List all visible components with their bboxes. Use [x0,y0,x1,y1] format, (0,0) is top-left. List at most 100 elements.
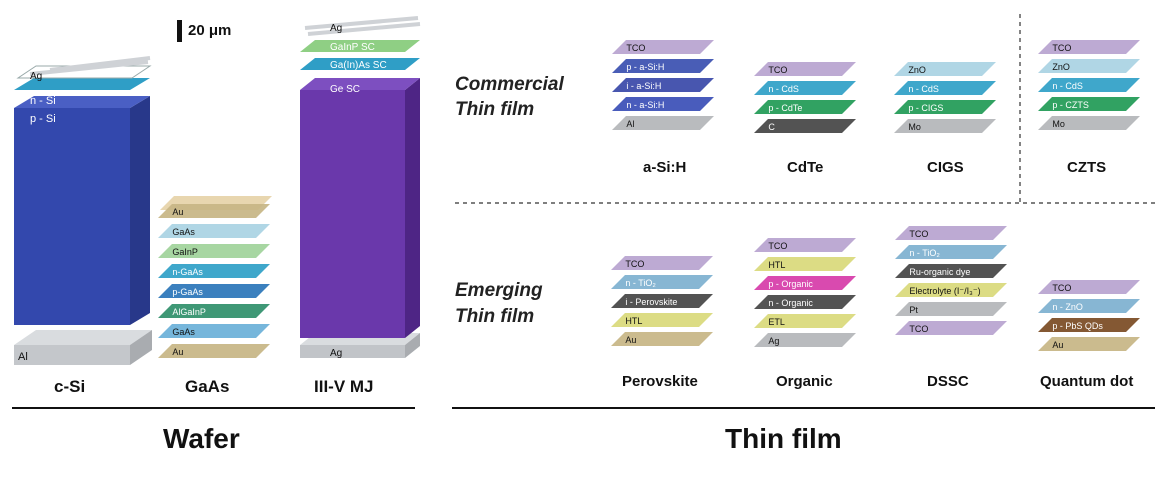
cigs-0-label: ZnO [908,65,926,75]
perovskite-name: Perovskite [622,373,698,390]
czts-3-layer [1038,97,1140,111]
mj-gainas-label: Ga(In)As SC [330,60,387,71]
perovskite-1-layer [611,275,713,289]
csi-nsi-label: n - Si [30,95,56,107]
czts-stack: TCO ZnO n - CdS p - CZTS Mo [1038,40,1140,130]
qd-0-layer [1038,280,1140,294]
dssc-2-layer [895,264,1007,278]
czts-4-label: Mo [1052,119,1065,129]
czts-4-layer [1038,116,1140,130]
perovskite-0-layer [611,256,713,270]
organic-4-label: ETL [768,317,785,327]
dssc-name: DSSC [927,373,969,390]
asih-4-label: Al [626,119,634,129]
gaas-7-layer [158,344,270,358]
mj-ge-label: Ge SC [330,84,360,95]
cdte-0-layer [754,62,856,76]
qd-3-label: Au [1052,340,1063,350]
cigs-3-layer [894,119,996,133]
asih-1-label: p - a-Si:H [626,62,664,72]
perovskite-3-layer [611,313,713,327]
gaas-name: GaAs [185,377,229,396]
dssc-4-label: Pt [909,305,918,315]
asih-3-label: n - a-Si:H [626,100,664,110]
csi-al-label: Al [18,351,28,363]
organic-name: Organic [776,373,833,390]
asih-0-layer [612,40,714,54]
gaas-0-layer [158,204,270,218]
mj-gainp-label: GaInP SC [330,42,375,53]
gaas-3-layer [158,264,270,278]
perovskite-2-label: i - Perovskite [625,297,677,307]
perovskite-4-layer [611,332,713,346]
perovskite-0-label: TCO [625,259,644,269]
organic-3-layer [754,295,856,309]
gaas-1-layer [158,224,270,238]
gaas-2-label: GaInP [172,247,198,257]
organic-1-layer [754,257,856,271]
organic-2-layer [754,276,856,290]
qd-1-layer [1038,299,1140,313]
gaas-1-label: GaAs [172,227,195,237]
czts-2-label: n - CdS [1052,81,1083,91]
thinfilm-group-label: Thin film [725,423,842,454]
scale-bar-mark [177,20,182,42]
commercial-label-2: Thin film [455,99,534,120]
gaas-5-label: AlGaInP [172,307,206,317]
emerging-label-2: Thin film [455,306,534,327]
czts-1-label: ZnO [1052,62,1070,72]
qd-0-label: TCO [1052,283,1071,293]
qd-3-layer [1038,337,1140,351]
cdte-name: CdTe [787,159,823,176]
asih-3-layer [612,97,714,111]
organic-0-layer [754,238,856,252]
dssc-3-layer [895,283,1007,297]
organic-0-label: TCO [768,241,787,251]
gaas-6-label: GaAs [172,327,195,337]
cdte-3-label: C [768,122,775,132]
cdte-2-layer [754,100,856,114]
dssc-3-label: Electrolyte (I⁻/I₃⁻) [909,286,980,296]
cigs-2-layer [894,100,996,114]
dssc-0-label: TCO [909,229,928,239]
czts-3-label: p - CZTS [1052,100,1089,110]
mj-stack [300,16,421,358]
asih-4-layer [612,116,714,130]
perovskite-4-label: Au [625,335,636,345]
dssc-5-label: TCO [909,324,928,334]
mj-ag-label: Ag [330,23,342,34]
cigs-2-label: p - CIGS [908,103,943,113]
gaas-6-layer [158,324,270,338]
gaas-7-label: Au [172,347,183,357]
dssc-0-layer [895,226,1007,240]
gaas-2-layer [158,244,270,258]
emerging-label-1: Emerging [455,280,543,301]
cdte-1-label: n - CdS [768,84,799,94]
commercial-label-1: Commercial [455,74,564,95]
asih-1-layer [612,59,714,73]
organic-3-label: n - Organic [768,298,813,308]
organic-5-label: Ag [768,336,779,346]
dssc-1-label: n - TiO₂ [909,248,940,258]
czts-0-label: TCO [1052,43,1071,53]
qd-2-layer [1038,318,1140,332]
asih-2-layer [612,78,714,92]
organic-1-label: HTL [768,260,785,270]
csi-stack [14,56,152,365]
cigs-3-label: Mo [908,122,921,132]
czts-name: CZTS [1067,159,1106,176]
czts-0-layer [1038,40,1140,54]
qd-name: Quantum dot [1040,373,1133,390]
dssc-5-layer [895,321,1007,335]
csi-ag-label: Ag [30,71,42,82]
cdte-2-label: p - CdTe [768,103,802,113]
perovskite-2-layer [611,294,713,308]
asih-2-label: i - a-Si:H [626,81,661,91]
czts-1-layer [1038,59,1140,73]
gaas-0-label: Au [172,207,183,217]
